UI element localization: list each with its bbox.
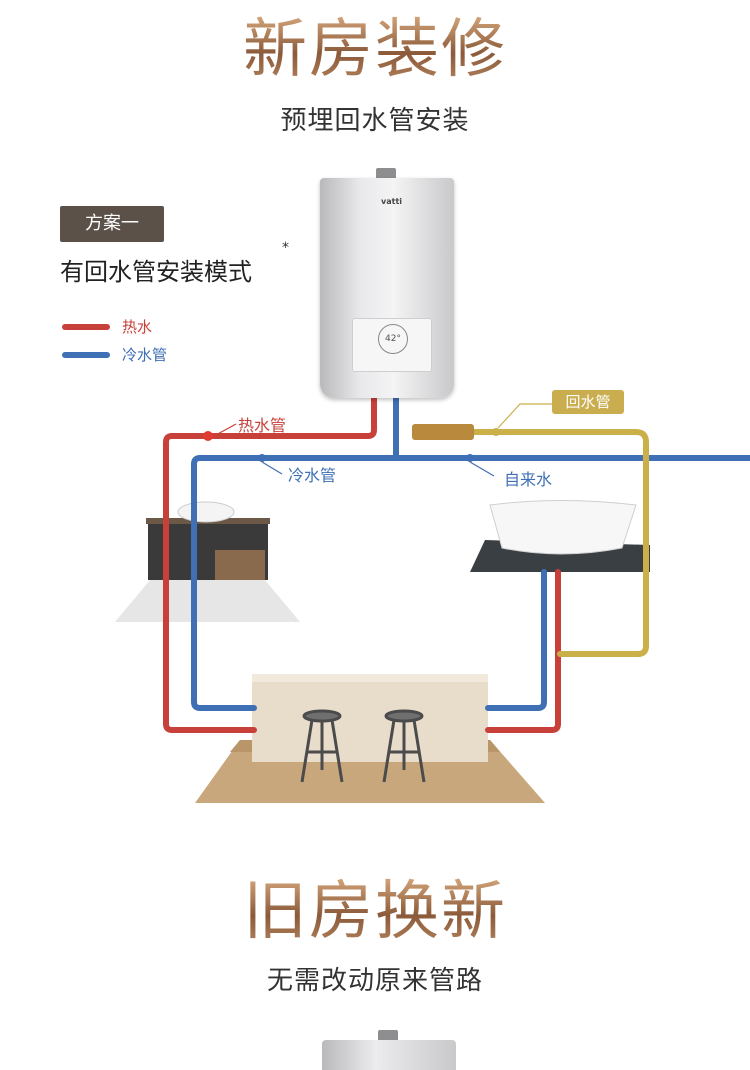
stool-left: [300, 709, 344, 783]
hot-pipe-label: 热水管: [238, 416, 287, 435]
cold-pipe-label: 冷水管: [288, 466, 337, 485]
return-water-pipe: [413, 429, 649, 657]
return-pipe-tag: 回水管: [552, 390, 624, 414]
tap-water-label: 自来水: [504, 470, 553, 489]
legend-hot-swatch: [62, 324, 110, 330]
section-subtitle-new-house: 预埋回水管安装: [280, 106, 470, 136]
section-title-old-house: 旧房换新: [0, 876, 750, 948]
return-pump-valve: [412, 424, 474, 440]
plumbing-diagram: [115, 395, 750, 803]
footnote-mark: *: [282, 240, 289, 256]
vessel-sink: [177, 501, 235, 523]
section-subtitle-old-house: 无需改动原来管路: [266, 966, 483, 996]
kitchen-island: [252, 678, 488, 762]
heater-temperature-display: 42°: [378, 324, 408, 354]
water-heater-2: [322, 1040, 456, 1070]
heater-flue-2: [378, 1030, 398, 1042]
heater-flue: [376, 168, 396, 180]
legend-hot-label: 热水: [122, 318, 153, 336]
heater-brand-logo: vatti: [381, 197, 403, 206]
cold-water-pipe: [191, 395, 750, 711]
plan-description: 有回水管安装模式: [60, 258, 252, 286]
plan-badge: 方案一: [60, 206, 164, 242]
section-title-new-house: 新房装修: [0, 14, 750, 86]
bathroom-floor: [115, 580, 300, 622]
hot-water-pipe: [163, 395, 561, 733]
bathtub: [489, 500, 637, 555]
legend-cold-swatch: [62, 352, 110, 358]
legend-cold-label: 冷水管: [122, 346, 168, 364]
stool-right: [382, 709, 426, 783]
